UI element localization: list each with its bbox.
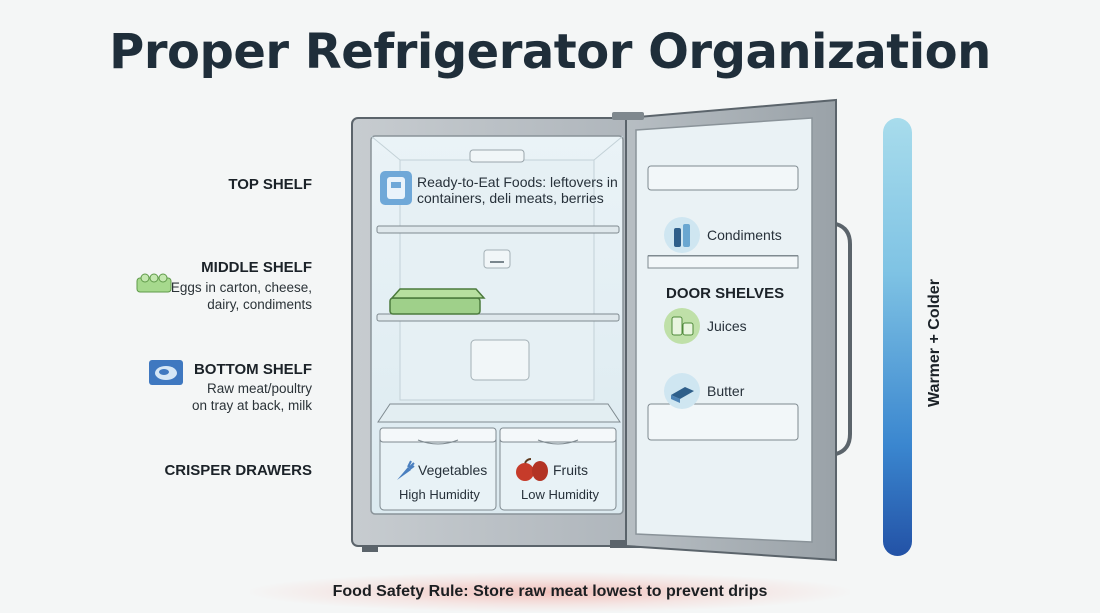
- fridge-door: [612, 98, 852, 562]
- door-item-juices: Juices: [707, 318, 747, 334]
- vegetables-humidity: High Humidity: [399, 487, 480, 502]
- bottom-shelf-label: BOTTOM SHELF: [193, 361, 312, 378]
- bottom-shelf-desc-line1: Raw meat/poultry: [206, 381, 312, 396]
- page-title: Proper Refrigerator Organization: [109, 24, 991, 80]
- crisper-drawers-label: CRISPER DRAWERS: [164, 462, 312, 479]
- bottles-icon: [664, 217, 700, 253]
- raw-meat-icon: [149, 360, 183, 385]
- top-shelf-label: TOP SHELF: [228, 176, 312, 193]
- top-shelf-text-line2: containers, deli meats, berries: [417, 190, 604, 206]
- bottom-shelf-desc-line2: on tray at back, milk: [191, 398, 312, 413]
- middle-shelf-desc-line1: Eggs in carton, cheese,: [170, 280, 312, 295]
- fridge-body: [351, 117, 641, 552]
- container-icon: [380, 171, 412, 205]
- egg-carton-icon: [136, 273, 172, 293]
- butter-icon: [664, 373, 700, 409]
- temperature-gradient-bar: [883, 118, 912, 556]
- fruits-title: Fruits: [553, 462, 588, 478]
- top-shelf-text-line1: Ready-to-Eat Foods: leftovers in: [417, 174, 618, 190]
- middle-shelf-desc-line2: dairy, condiments: [207, 297, 312, 312]
- door-shelves-label: DOOR SHELVES: [666, 285, 785, 302]
- juice-icon: [664, 308, 700, 344]
- food-safety-rule: Food Safety Rule: Store raw meat lowest …: [250, 572, 850, 612]
- temperature-label: Warmer + Colder: [926, 279, 943, 407]
- door-item-condiments: Condiments: [707, 227, 782, 243]
- vegetables-title: Vegetables: [418, 462, 488, 478]
- carrot-icon: [397, 460, 415, 480]
- middle-shelf-label: MIDDLE SHELF: [201, 259, 312, 276]
- fruits-humidity: Low Humidity: [521, 487, 600, 502]
- fruit-icon: [516, 458, 548, 481]
- door-item-butter: Butter: [707, 383, 745, 399]
